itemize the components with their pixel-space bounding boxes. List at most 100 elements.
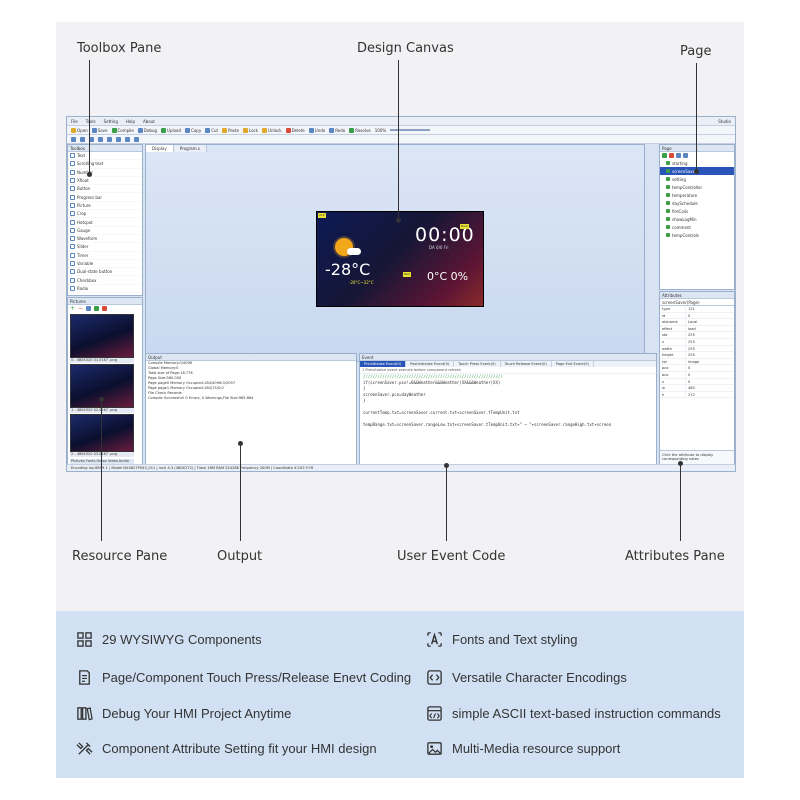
toolbox-item[interactable]: Variable xyxy=(68,260,142,269)
menu-help[interactable]: Help xyxy=(125,118,136,124)
attribute-value[interactable]: 255 xyxy=(688,346,695,351)
lock-button[interactable]: Lock xyxy=(242,127,258,133)
toolbox-item[interactable]: Text xyxy=(68,152,142,161)
page-list-item[interactable]: comment xyxy=(660,223,734,231)
event-tab[interactable]: Page Exit Event(0) xyxy=(552,361,594,367)
weather-values-text[interactable]: 0°C 0% xyxy=(427,270,469,283)
toolbox-item[interactable]: Slider xyxy=(68,243,142,252)
toolbox-item[interactable]: Button xyxy=(68,185,142,194)
design-canvas[interactable]: Display Program.s id 2 00:00 DA 0/0 Fri … xyxy=(145,144,645,362)
attribute-value[interactable]: Local xyxy=(688,320,698,325)
component-tag[interactable]: Tem xyxy=(403,272,412,277)
zoom-slider[interactable] xyxy=(390,129,431,131)
resource-thumbnail[interactable] xyxy=(70,414,134,452)
unlock-button[interactable]: Unlock xyxy=(262,127,282,133)
toolbox-item[interactable]: Dual-state button xyxy=(68,268,142,277)
toolbox-item[interactable]: Crop xyxy=(68,210,142,219)
code-editor[interactable]: ////////////////////////////////////////… xyxy=(360,373,656,428)
page-list-item[interactable]: showLogMin xyxy=(660,215,734,223)
align-left-icon[interactable] xyxy=(71,136,76,142)
attribute-value[interactable]: 480 xyxy=(688,386,695,391)
send-back-icon[interactable] xyxy=(134,136,139,142)
event-tab[interactable]: Touch Press Event(0) xyxy=(454,361,501,367)
attribute-value[interactable]: 0 xyxy=(688,366,691,371)
add-page-icon[interactable] xyxy=(662,153,667,158)
attribute-value[interactable]: 0 xyxy=(688,379,691,384)
delete-button[interactable]: Delete xyxy=(285,127,305,133)
toolbox-item[interactable]: Timer xyxy=(68,252,142,260)
upload-button[interactable]: Upload xyxy=(161,127,181,133)
redo-button[interactable]: Redo xyxy=(329,127,345,133)
remove-resource-icon[interactable]: − xyxy=(78,305,84,312)
toolbox-item[interactable]: Number xyxy=(68,169,142,177)
same-width-icon[interactable] xyxy=(107,136,112,142)
delete-page-icon[interactable] xyxy=(669,153,674,158)
align-right-icon[interactable] xyxy=(80,136,85,142)
attribute-value[interactable]: 272 xyxy=(688,392,695,397)
attribute-value[interactable]: 255 xyxy=(688,339,695,344)
toolbox-item[interactable]: Picture xyxy=(68,202,142,211)
toolbox-item[interactable]: Checkbox xyxy=(68,276,142,285)
replace-resource-icon[interactable] xyxy=(86,306,92,311)
temperature-range-text[interactable]: -28°C~32°C xyxy=(349,280,374,285)
page-list-item[interactable]: starting xyxy=(660,159,734,167)
event-tab[interactable]: Touch Release Event(0) xyxy=(501,361,552,367)
resolve-button[interactable]: Resolve xyxy=(349,127,371,133)
delete-resource-icon[interactable] xyxy=(102,306,108,311)
menu-file[interactable]: File xyxy=(71,118,78,124)
same-height-icon[interactable] xyxy=(116,136,121,142)
temperature-text[interactable]: -28°C xyxy=(325,260,371,279)
toolbox-item[interactable]: Radio xyxy=(68,285,142,294)
copy-button[interactable]: Copy xyxy=(185,127,201,133)
attribute-value[interactable]: 0 xyxy=(688,372,691,377)
bring-front-icon[interactable] xyxy=(125,136,130,142)
open-button[interactable]: Open xyxy=(71,127,88,133)
page-list-item[interactable]: daySchedule xyxy=(660,199,734,207)
menu-setting[interactable]: Setting xyxy=(103,118,118,124)
align-bottom-icon[interactable] xyxy=(98,136,103,142)
component-tag[interactable]: Hum xyxy=(460,224,470,229)
move-up-icon[interactable] xyxy=(94,306,100,311)
attribute-value[interactable]: 255 xyxy=(688,353,695,358)
move-page-icon[interactable] xyxy=(683,153,688,158)
toolbox-item[interactable]: Progress bar xyxy=(68,193,142,202)
align-top-icon[interactable] xyxy=(89,136,94,142)
event-tab[interactable]: Preinitialize Event(0) xyxy=(360,361,407,367)
page-list-item[interactable]: setting xyxy=(660,175,734,183)
clock-text[interactable]: 00:00 xyxy=(415,224,475,246)
attribute-value[interactable]: load xyxy=(688,326,696,331)
attributes-selector[interactable]: screenSaver(Page) xyxy=(660,299,734,306)
compile-button[interactable]: Compile xyxy=(111,127,134,133)
toolbox-item[interactable]: Xfloat xyxy=(68,177,142,186)
page-list-item[interactable]: tempController xyxy=(660,183,734,191)
page-list-item[interactable]: tempControls xyxy=(660,231,734,239)
undo-button[interactable]: Undo xyxy=(308,127,325,133)
page-list-item[interactable]: fireCoils xyxy=(660,207,734,215)
save-button[interactable]: Save xyxy=(91,127,108,133)
toolbox-item[interactable]: Hotspot xyxy=(68,218,142,227)
menu-about[interactable]: About xyxy=(143,118,155,124)
tab-program[interactable]: Program.s xyxy=(173,145,207,152)
insert-page-icon[interactable] xyxy=(676,153,681,158)
toolbox-item[interactable]: Gauge xyxy=(68,227,142,235)
toolbox-item[interactable]: Scrolling text xyxy=(68,160,142,169)
attribute-value[interactable]: 0 xyxy=(688,313,691,318)
add-resource-icon[interactable]: + xyxy=(70,305,76,312)
component-tag[interactable]: id 2 xyxy=(318,213,326,218)
toolbox-item[interactable]: Waveform xyxy=(68,235,142,244)
page-list-item[interactable]: temperature xyxy=(660,191,734,199)
attribute-value[interactable]: 255 xyxy=(688,333,695,338)
resource-tabs[interactable]: Pictures Fonts Gmov Video Audio xyxy=(70,459,134,464)
event-tab[interactable]: Postinitialize Event(0) xyxy=(406,361,455,367)
